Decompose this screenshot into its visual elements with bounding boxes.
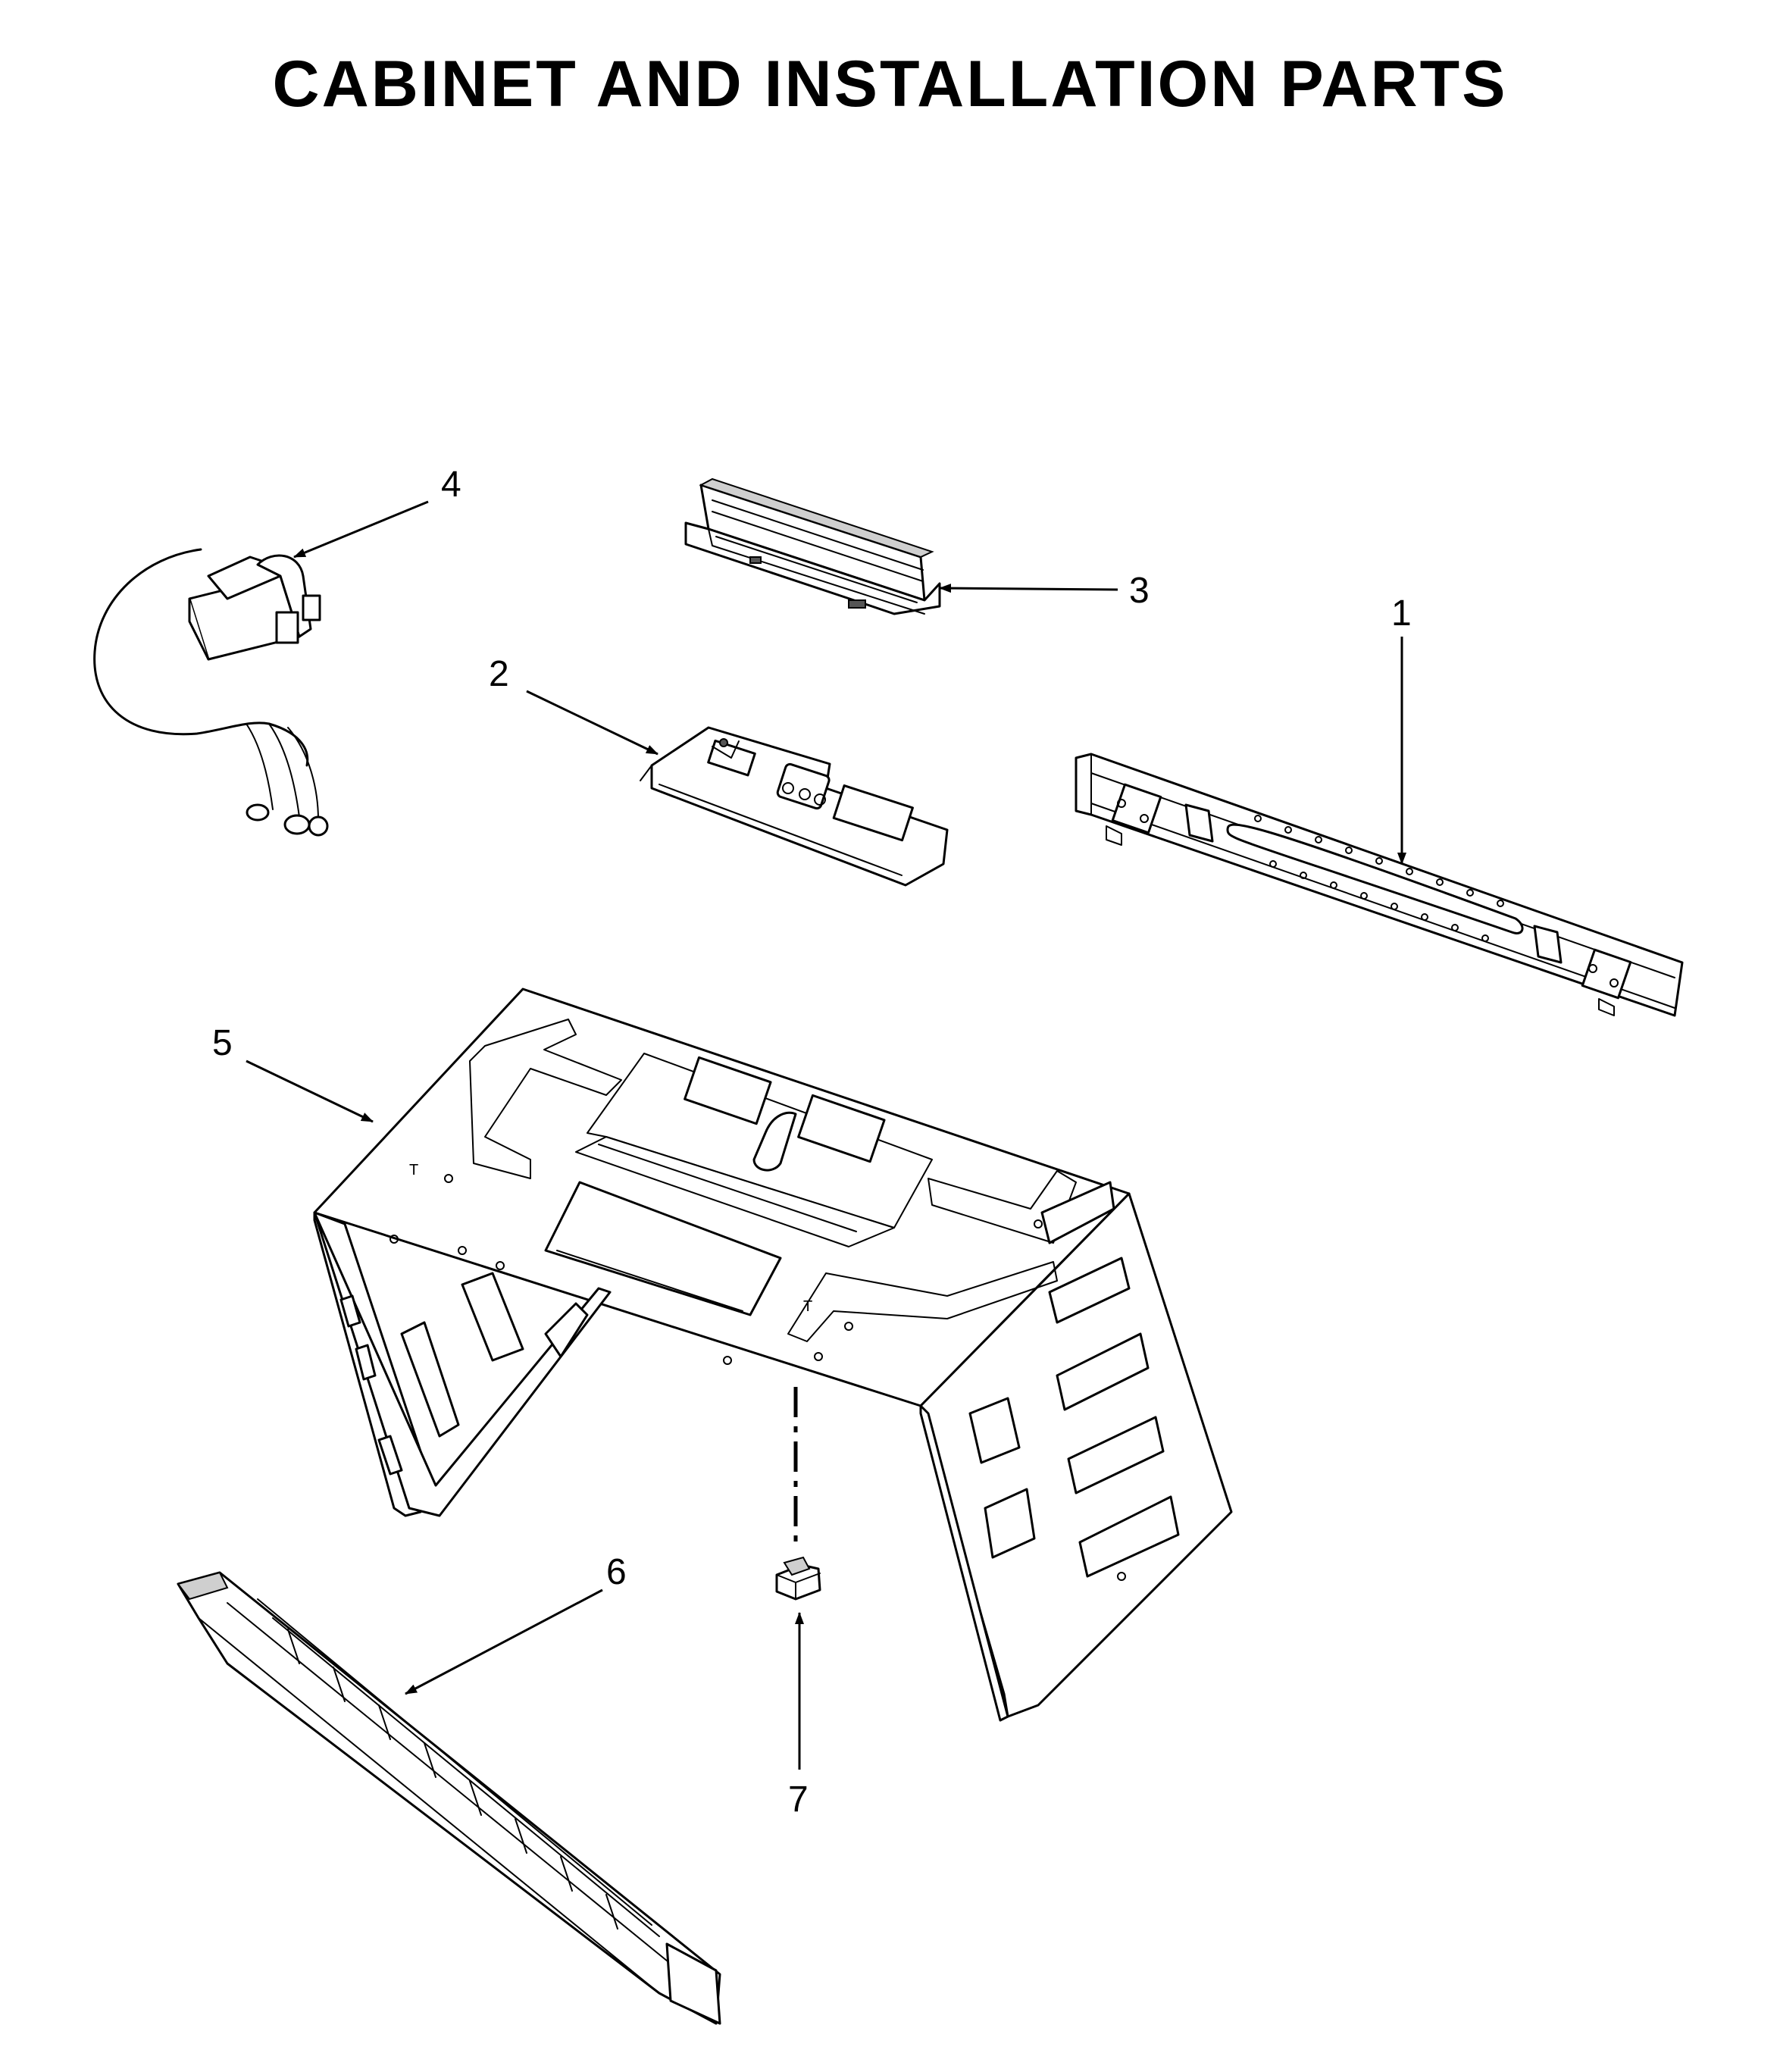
callout-7: 7 [788, 1779, 809, 1820]
part-2-mounting-plate [640, 726, 949, 887]
leader-line-3 [939, 584, 1118, 593]
callout-4: 4 [441, 465, 461, 505]
part-7-clip [775, 1556, 821, 1601]
callout-6: 6 [606, 1552, 627, 1592]
leader-line-2 [526, 690, 659, 756]
callout-3: 3 [1129, 571, 1150, 611]
leader-line-5 [246, 1059, 374, 1123]
part-1-mounting-rail [1075, 753, 1684, 1017]
part-5-cabinet-wrapper: T T [313, 987, 1233, 1722]
embossed-mark: T [409, 1162, 418, 1178]
part-3-top-vent [684, 477, 941, 615]
callout-1: 1 [1391, 593, 1412, 634]
part-6-vent-grille [177, 1571, 721, 2025]
page-title: CABINET AND INSTALLATION PARTS [272, 48, 1508, 121]
callout-2: 2 [489, 654, 509, 694]
leader-line-4 [293, 500, 429, 559]
part-4-power-cord [93, 548, 329, 837]
leader-line-6 [405, 1588, 603, 1695]
callout-5: 5 [212, 1023, 233, 1063]
embossed-mark: T [803, 1298, 812, 1315]
